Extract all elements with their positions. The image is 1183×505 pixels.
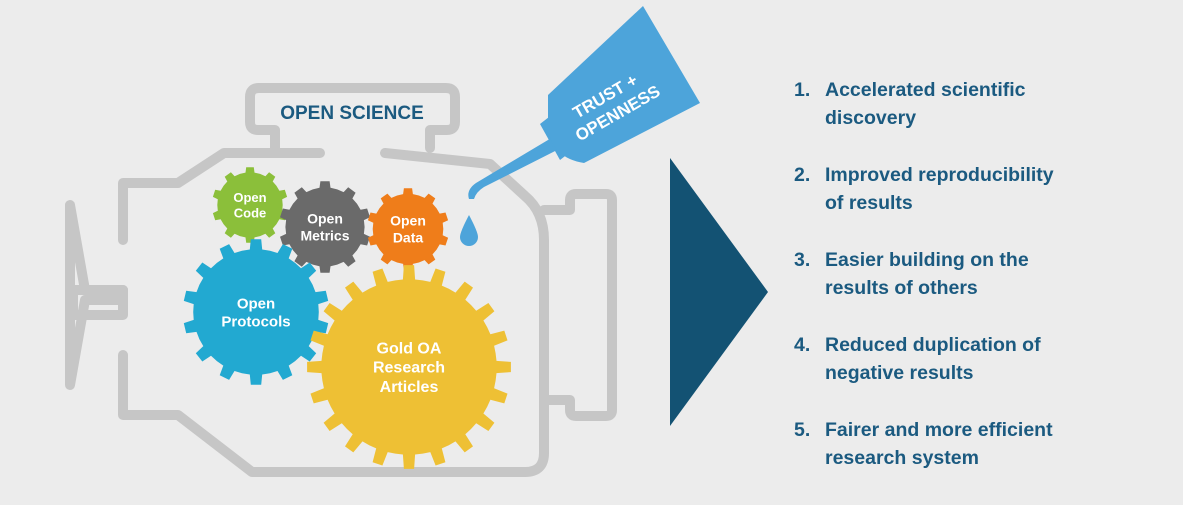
trust-bottle: TRUST + OPENNESS: [468, 6, 700, 199]
gold-oa-research-articles-gear-icon: [307, 265, 511, 469]
benefit-text: Reduced duplication of: [825, 334, 1041, 356]
benefit-text: Accelerated scientific: [825, 79, 1026, 101]
benefit-item: 5. Fairer and more efficient research sy…: [794, 416, 1174, 501]
open-data-gear-icon: [367, 188, 449, 270]
gold-oa-research-articles-gear-label-line: Research: [373, 360, 445, 377]
benefit-text: negative results: [825, 362, 974, 384]
gold-oa-research-articles-gear-label-line: Gold OA: [377, 340, 442, 357]
benefit-text: Fairer and more efficient: [825, 419, 1053, 441]
engine-outline: [65, 83, 617, 477]
bottle-nozzle: [468, 137, 565, 199]
benefits-list: 1. Accelerated scientific discovery 2. I…: [794, 76, 1174, 501]
open-metrics-gear-icon: [280, 181, 370, 273]
open-code-gear-label-line: Open: [233, 190, 266, 205]
open-protocols-gear-label-line: Protocols: [221, 313, 290, 330]
open-protocols-gear-icon: [183, 239, 329, 385]
open-metrics-gear-label-line: Open: [307, 211, 343, 227]
open-metrics-gear-label-line: Metrics: [300, 227, 349, 243]
benefit-text: of results: [825, 192, 913, 214]
benefit-item: 1. Accelerated scientific discovery: [794, 76, 1174, 161]
arrow-right-icon: [670, 158, 768, 426]
benefit-number: 5.: [794, 419, 811, 441]
open-data-gear-label-line: Open: [390, 213, 426, 229]
benefit-text: discovery: [825, 107, 917, 129]
benefit-item: 4. Reduced duplication of negative resul…: [794, 331, 1174, 416]
bottle-body: [548, 6, 700, 163]
open-code-gear-label-line: Code: [234, 205, 267, 220]
benefit-text: Improved reproducibility: [825, 164, 1054, 186]
oil-drop-icon: [460, 215, 478, 246]
open-protocols-gear-label-line: Open: [237, 295, 275, 312]
benefit-number: 1.: [794, 79, 811, 101]
benefit-number: 4.: [794, 334, 811, 356]
open-data-gear-label-line: Data: [393, 229, 424, 245]
benefit-text: Easier building on the: [825, 249, 1029, 271]
engine-title: OPEN SCIENCE: [280, 103, 424, 124]
benefit-item: 2. Improved reproducibility of results: [794, 161, 1174, 246]
benefit-item: 3. Easier building on the results of oth…: [794, 246, 1174, 331]
benefit-number: 2.: [794, 164, 811, 186]
benefit-text: research system: [825, 447, 979, 469]
gold-oa-research-articles-gear-label-line: Articles: [380, 379, 439, 396]
open-code-gear-icon: [212, 167, 288, 243]
benefit-number: 3.: [794, 249, 811, 271]
benefit-text: results of others: [825, 277, 978, 299]
